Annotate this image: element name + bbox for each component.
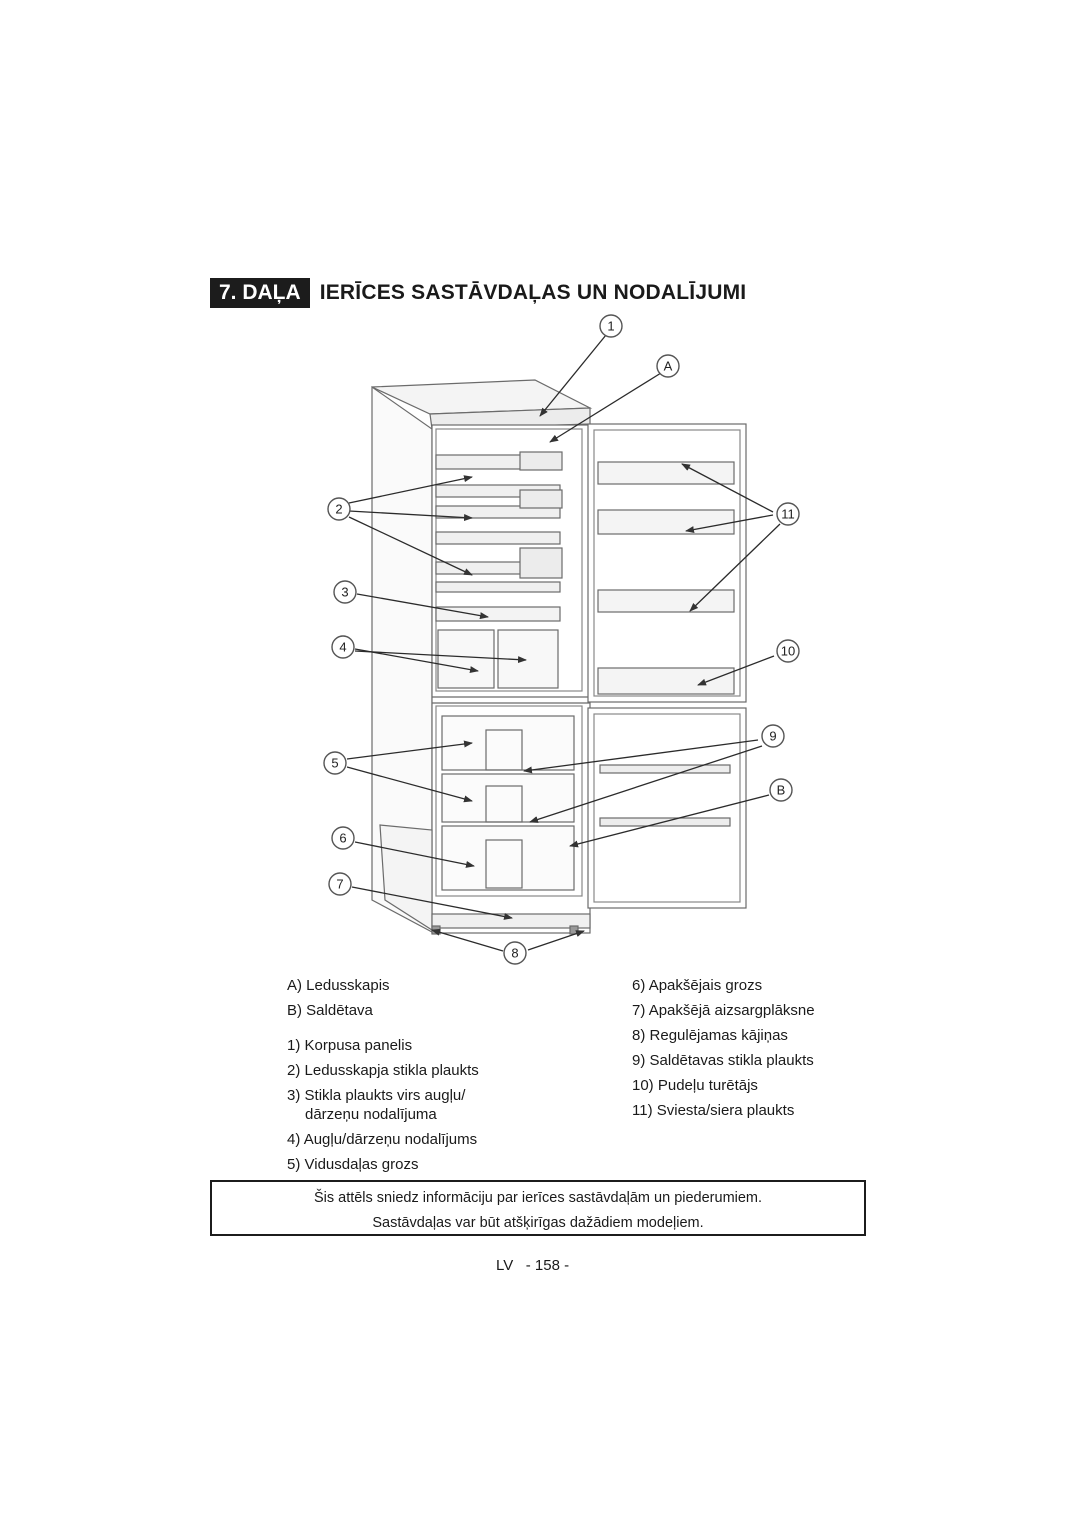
legend-item: B) Saldētava [287, 1002, 373, 1019]
callout-A: A [656, 354, 680, 378]
svg-text:2: 2 [335, 502, 342, 517]
callout-1: 1 [599, 314, 623, 338]
footer-lang: LV [496, 1257, 514, 1274]
svg-text:11: 11 [781, 507, 795, 522]
legend-item: 3) Stikla plaukts virs augļu/ [287, 1087, 466, 1104]
notice-line-2: Sastāvdaļas var būt atšķirīgas dažādiem … [372, 1215, 704, 1231]
fridge-body [371, 379, 747, 935]
callout-11: 11 [776, 502, 800, 526]
callout-3: 3 [333, 580, 357, 604]
legend-item: 8) Regulējamas kājiņas [632, 1027, 788, 1044]
legend-item-continuation: dārzeņu nodalījuma [305, 1106, 437, 1123]
legend-item: 11) Sviesta/siera plaukts [632, 1102, 795, 1119]
svg-text:5: 5 [331, 756, 338, 771]
svg-text:10: 10 [781, 644, 795, 659]
legend-item: 2) Ledusskapja stikla plaukts [287, 1062, 479, 1079]
svg-text:9: 9 [769, 729, 776, 744]
callout-9: 9 [761, 724, 785, 748]
callout-4: 4 [331, 635, 355, 659]
legend-item: 6) Apakšējais grozs [632, 977, 763, 994]
page-number: - 158 - [525, 1257, 570, 1274]
section-header: 7. DAĻA IERĪCES SASTĀVDAĻAS UN NODALĪJUM… [210, 278, 746, 308]
callout-10: 10 [776, 639, 800, 663]
notice-line-1: Šis attēls sniedz informāciju par ierīce… [313, 1190, 763, 1206]
legend-item: 9) Saldētavas stikla plaukts [632, 1052, 814, 1069]
callout-7: 7 [328, 872, 352, 896]
callout-B: B [769, 778, 793, 802]
svg-text:A: A [664, 359, 673, 374]
callout-6: 6 [331, 826, 355, 850]
legend-item: 4) Augļu/dārzeņu nodalījums [287, 1131, 478, 1148]
notice-box: Šis attēls sniedz informāciju par ierīce… [210, 1180, 866, 1236]
leader-lines [346, 334, 781, 952]
svg-text:6: 6 [339, 831, 346, 846]
legend-item: 7) Apakšējā aizsargplāksne [632, 1002, 815, 1019]
svg-text:3: 3 [341, 585, 348, 600]
legend-item: 5) Vidusdaļas grozs [287, 1156, 419, 1173]
legend-item: A) Ledusskapis [287, 977, 390, 994]
legend-item: 10) Pudeļu turētājs [632, 1077, 758, 1094]
svg-text:1: 1 [607, 319, 614, 334]
svg-text:8: 8 [511, 946, 518, 961]
section-title: IERĪCES SASTĀVDAĻAS UN NODALĪJUMI [319, 281, 747, 304]
callout-2: 2 [327, 497, 351, 521]
svg-text:4: 4 [339, 640, 346, 655]
callout-8: 8 [503, 941, 527, 965]
svg-text:B: B [777, 783, 786, 798]
svg-text:7: 7 [336, 877, 343, 892]
callout-5: 5 [323, 751, 347, 775]
page-footer: LV - 158 - [496, 1257, 569, 1274]
section-badge: 7. DAĻA [210, 278, 310, 308]
legend-item: 1) Korpusa panelis [287, 1037, 413, 1054]
